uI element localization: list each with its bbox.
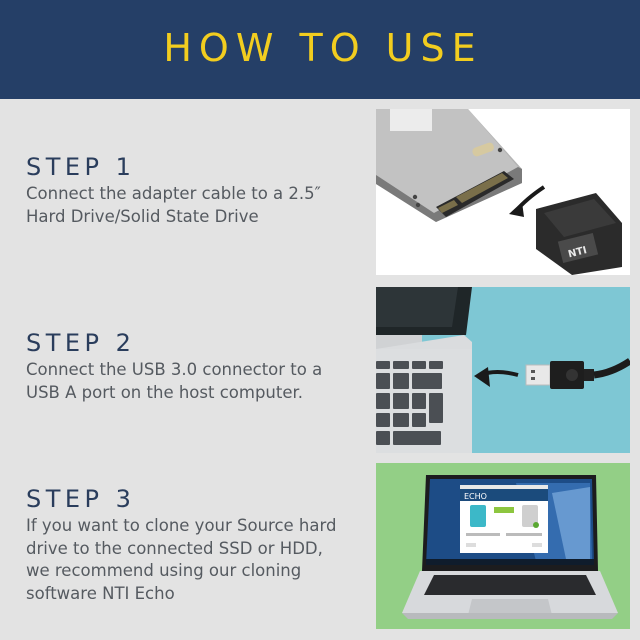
step-3-line-3: we recommend using our cloning bbox=[26, 561, 302, 580]
step-3: STEP 3 If you want to clone your Source … bbox=[26, 485, 366, 605]
page-title: HOW TO USE bbox=[163, 26, 483, 70]
step-1-description: Connect the adapter cable to a 2.5″ Hard… bbox=[26, 183, 366, 228]
step-3-line-4: software NTI Echo bbox=[26, 583, 175, 603]
ssd-adapter-illustration: NTI bbox=[376, 109, 622, 275]
step-1-title: STEP 1 bbox=[26, 153, 136, 181]
echo-app-title: ECHO bbox=[464, 492, 487, 501]
nti-logo: NTI bbox=[567, 245, 588, 260]
step-1-image: NTI bbox=[376, 109, 630, 275]
step-3-title: STEP 3 bbox=[26, 485, 136, 513]
step-1-line-1: Connect the adapter cable to a 2.5″ bbox=[26, 184, 321, 203]
step-1: STEP 1 Connect the adapter cable to a 2.… bbox=[26, 153, 366, 228]
step-2-line-2: USB A port on the host computer. bbox=[26, 382, 304, 402]
step-3-description: If you want to clone your Source hard dr… bbox=[26, 515, 366, 605]
step-2-image bbox=[376, 287, 630, 453]
step-3-line-2: drive to the connected SSD or HDD, bbox=[26, 538, 323, 558]
step-1-line-2: Hard Drive/Solid State Drive bbox=[26, 206, 259, 226]
step-2-title: STEP 2 bbox=[26, 329, 136, 357]
source-drive-icon bbox=[470, 505, 486, 527]
step-2-description: Connect the USB 3.0 connector to a USB A… bbox=[26, 359, 366, 404]
step-2-line-1: Connect the USB 3.0 connector to a bbox=[26, 360, 323, 379]
clone-button-graphic bbox=[494, 507, 514, 513]
echo-laptop-illustration: ECHO bbox=[402, 475, 618, 619]
step-2: STEP 2 Connect the USB 3.0 connector to … bbox=[26, 329, 366, 404]
header-banner: HOW TO USE bbox=[0, 0, 640, 99]
step-3-image: ECHO bbox=[376, 463, 630, 629]
step-3-line-1: If you want to clone your Source hard bbox=[26, 516, 337, 535]
target-drive-icon bbox=[522, 505, 538, 527]
usb-laptop-illustration bbox=[376, 287, 630, 453]
